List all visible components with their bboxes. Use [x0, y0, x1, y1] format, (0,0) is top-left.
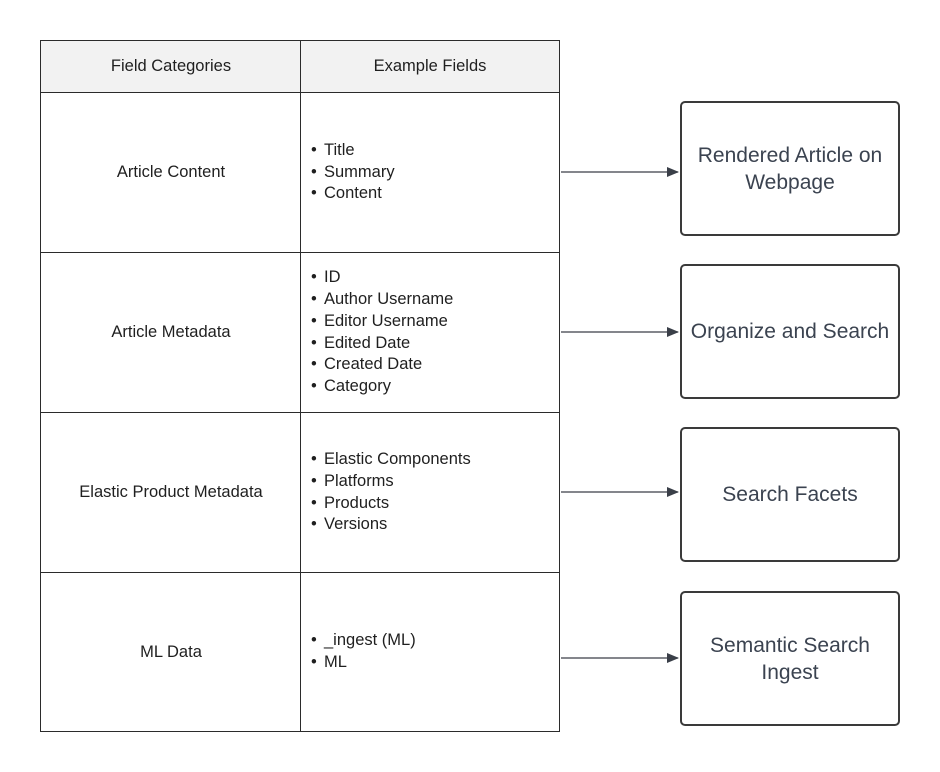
column-divider	[300, 41, 301, 731]
field-item: Summary	[311, 162, 395, 184]
example-fields-article-metadata: ID Author Username Editor Username Edite…	[301, 253, 559, 412]
example-fields-ml-data: _ingest (ML) ML	[301, 573, 559, 731]
row-divider	[41, 252, 559, 253]
category-ml-data: ML Data	[140, 642, 202, 661]
category-article-metadata: Article Metadata	[111, 323, 231, 341]
field-list: Elastic Components Platforms Products Ve…	[311, 449, 471, 536]
field-item: Author Username	[311, 289, 453, 311]
example-fields-article-content: Title Summary Content	[301, 93, 559, 252]
field-item: Edited Date	[311, 333, 453, 355]
header-example-fields: Example Fields	[373, 57, 487, 75]
output-search-facets: Search Facets	[680, 427, 900, 562]
field-categories-table: Field Categories Example Fields Article …	[40, 40, 560, 732]
output-semantic-search-ingest: Semantic Search Ingest	[680, 591, 900, 726]
row-divider	[41, 572, 559, 573]
row-divider	[41, 412, 559, 413]
field-item: Editor Username	[311, 311, 453, 333]
header-field-categories: Field Categories	[110, 57, 232, 75]
field-item: Products	[311, 493, 471, 515]
output-rendered-article: Rendered Article on Webpage	[680, 101, 900, 236]
field-item: ML	[311, 652, 416, 674]
example-fields-elastic-product-metadata: Elastic Components Platforms Products Ve…	[301, 413, 559, 572]
field-item: Category	[311, 376, 453, 398]
field-list: _ingest (ML) ML	[311, 630, 416, 673]
output-organize-and-search: Organize and Search	[680, 264, 900, 399]
field-item: Platforms	[311, 471, 471, 493]
category-article-content: Article Content	[116, 163, 226, 181]
category-elastic-product-metadata: Elastic Product Metadata	[79, 483, 263, 501]
field-item: ID	[311, 267, 453, 289]
field-item: Title	[311, 140, 395, 162]
field-list: Title Summary Content	[311, 140, 395, 205]
field-list: ID Author Username Editor Username Edite…	[311, 267, 453, 397]
field-item: Created Date	[311, 354, 453, 376]
field-item: Elastic Components	[311, 449, 471, 471]
field-item: Content	[311, 183, 395, 205]
field-item: Versions	[311, 514, 471, 536]
field-item: _ingest (ML)	[311, 630, 416, 652]
